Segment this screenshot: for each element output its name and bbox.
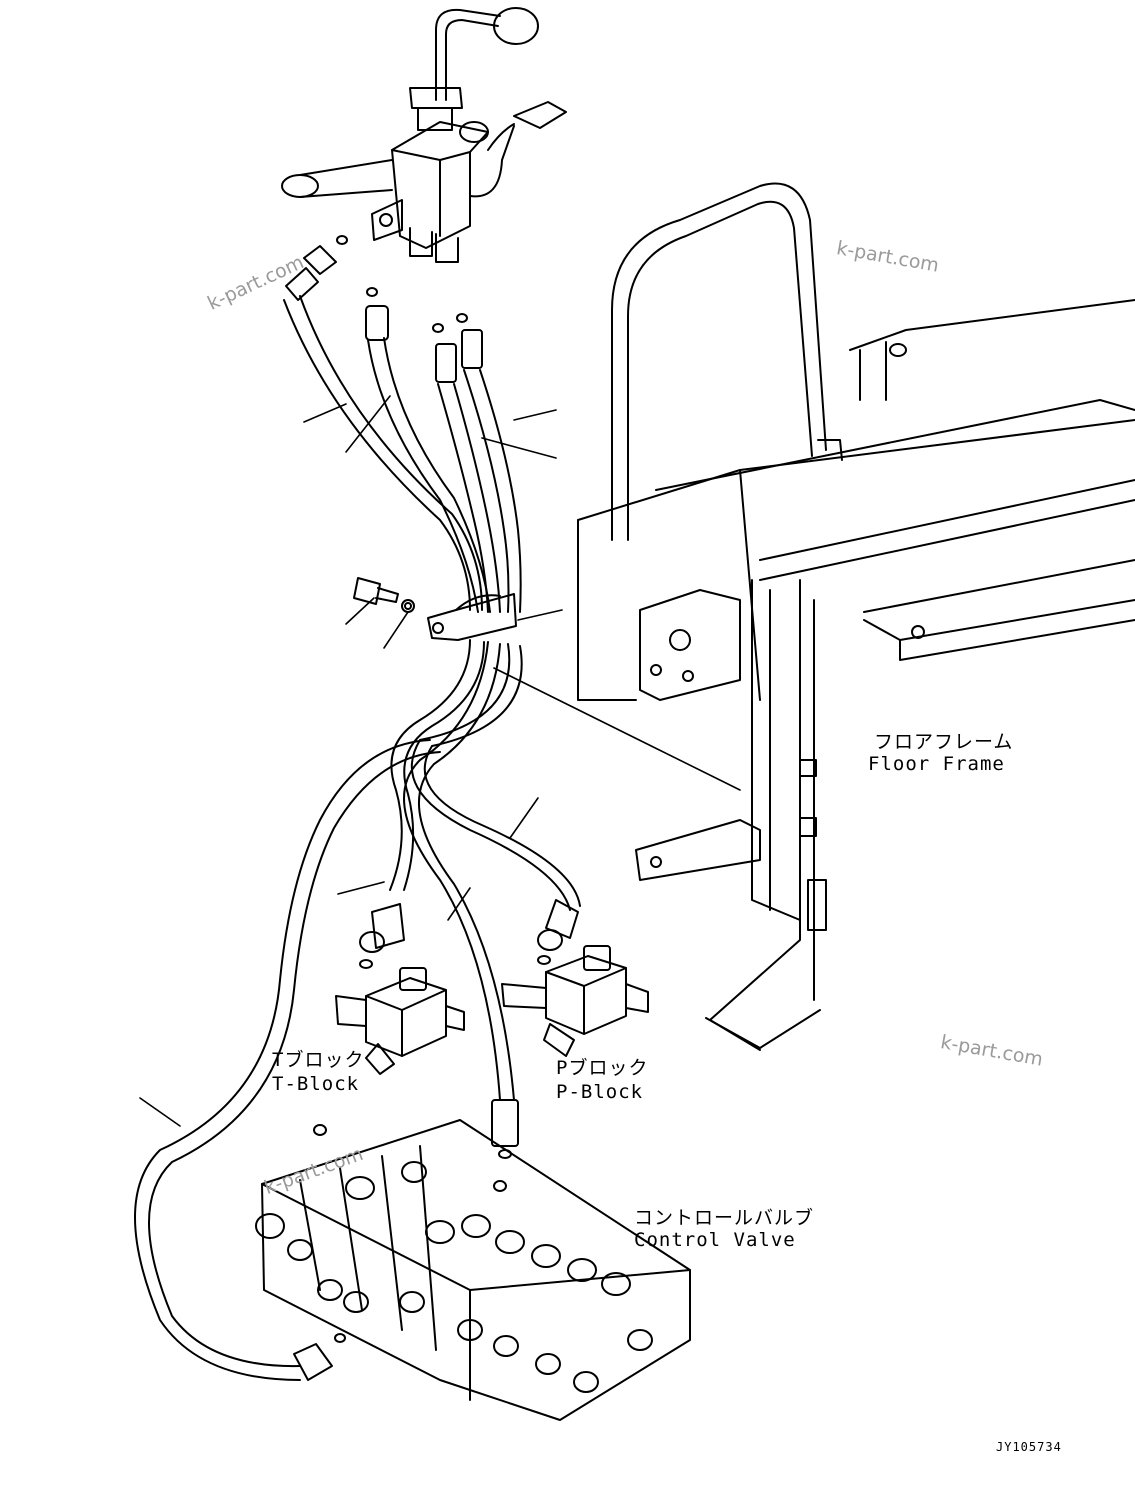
hose-fittings-lower — [293, 899, 579, 1381]
fittings-upper — [285, 235, 483, 383]
p-block-label-en: P-Block — [556, 1081, 644, 1103]
floor-frame-label-en: Floor Frame — [868, 753, 1005, 775]
control-valve — [255, 1119, 691, 1421]
guard-frame — [577, 182, 1135, 1051]
hose-bundle-lower — [134, 639, 581, 1381]
t-block-label-jp: Tブロック — [272, 1049, 365, 1071]
floor-frame-label-jp: フロアフレーム — [874, 731, 1014, 753]
drawing-code: JY105734 — [996, 1440, 1062, 1454]
leader-lines — [139, 395, 741, 1127]
hose-clamp — [353, 577, 517, 641]
t-block — [335, 959, 465, 1075]
control-valve-label-jp: コントロールバルブ — [634, 1207, 815, 1229]
p-block — [501, 945, 649, 1057]
hose-bundle-upper — [283, 295, 522, 613]
p-block-label-jp: Pブロック — [556, 1057, 649, 1079]
t-block-label-en: T-Block — [272, 1073, 360, 1095]
pilot-valve-assembly — [281, 7, 567, 263]
control-valve-label-en: Control Valve — [634, 1229, 796, 1251]
